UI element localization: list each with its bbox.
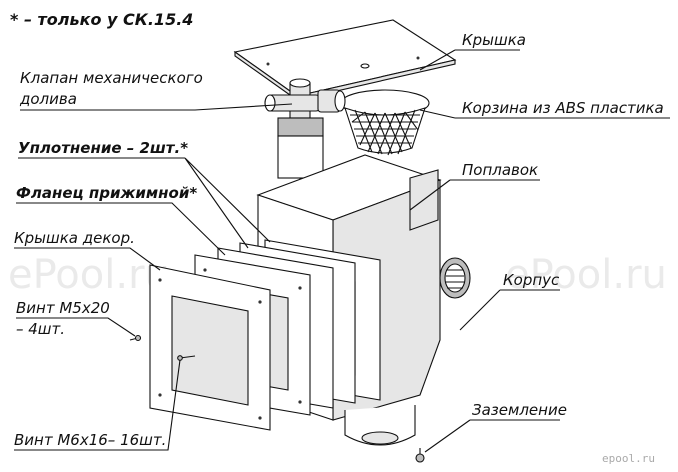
label-valve-line1: Клапан механического [20, 69, 203, 87]
title-note: * – только у СК.15.4 [10, 10, 193, 29]
label-body: Корпус [503, 271, 560, 289]
screw-m5-icon [129, 334, 142, 342]
label-deco-cover: Крышка декор. [14, 229, 135, 247]
grounding-icon [415, 448, 425, 463]
label-grounding: Заземление [472, 401, 567, 419]
label-screw-m5-line1: Винт М5х20 [16, 299, 110, 317]
label-seal: Уплотнение – 2шт.* [18, 139, 188, 157]
watermark-small: epool.ru [602, 452, 655, 465]
label-float: Поплавок [462, 161, 538, 179]
valve-part [264, 78, 346, 200]
label-basket: Корзина из ABS пластика [462, 99, 664, 117]
label-valve-line2: долива [19, 90, 77, 108]
label-flange: Фланец прижимной* [16, 184, 197, 202]
basket-part [340, 89, 430, 156]
watermark-left: ePool.ru [8, 252, 170, 298]
leader-lines [14, 49, 670, 453]
lid-part [233, 19, 457, 102]
label-screw-m6: Винт М6х16– 16шт. [14, 431, 166, 449]
label-screw-m5-line2: – 4шт. [16, 320, 65, 338]
label-lid: Крышка [462, 31, 526, 49]
front-panel-part [149, 264, 271, 431]
